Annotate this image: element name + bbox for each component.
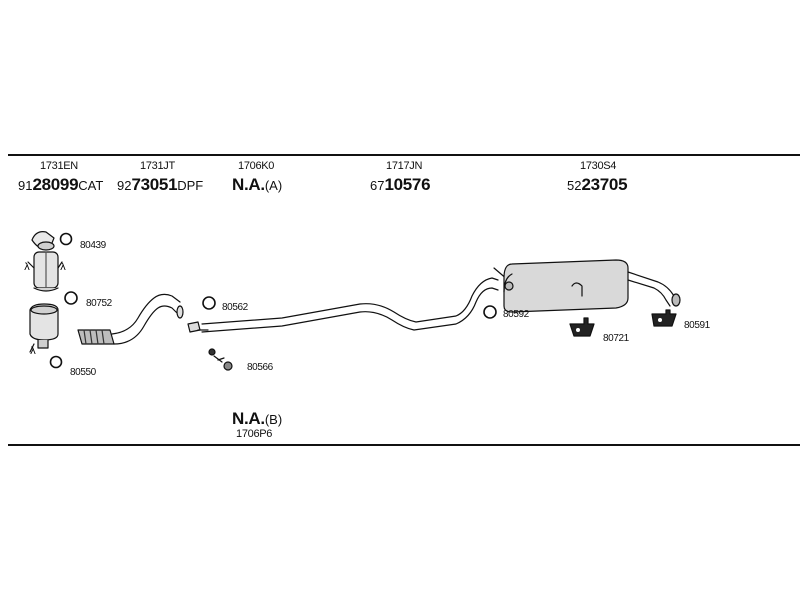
bottom-rule	[8, 444, 800, 446]
lambda-symbol-2: λ	[60, 262, 66, 273]
callout-80721: 80721	[603, 333, 629, 344]
clamp-80562-icon[interactable]	[202, 296, 216, 310]
ref-code-1730s4: 1730S4	[580, 160, 617, 172]
ref-code-1706k0: 1706K0	[238, 160, 275, 172]
part-number-na-a[interactable]: N.A.(A)	[232, 175, 283, 194]
mount-80721-part[interactable]	[569, 317, 595, 337]
lambda-symbol-3: λ	[30, 346, 36, 357]
part-number-catalyst[interactable]: 9128099CAT	[18, 175, 104, 194]
bracket-80566-part[interactable]	[208, 348, 233, 371]
part-number-na-b[interactable]: N.A.(B)	[232, 409, 283, 428]
mount-80591-part[interactable]	[651, 309, 677, 327]
clamp-80550-icon[interactable]	[49, 355, 63, 369]
rear-silencer-part[interactable]	[493, 259, 681, 313]
lambda-symbol-1: λ	[24, 262, 30, 273]
ref-code-1717jn: 1717JN	[386, 160, 423, 172]
catalyst-part[interactable]	[27, 231, 63, 292]
clamp-80752-icon[interactable]	[64, 291, 78, 305]
part-number-rear-silencer[interactable]: 5223705	[567, 175, 628, 194]
ref-code-1731jt: 1731JT	[140, 160, 175, 172]
callout-80439: 80439	[80, 240, 106, 251]
top-rule	[8, 154, 800, 156]
callout-80591: 80591	[684, 320, 710, 331]
callout-80550: 80550	[70, 367, 96, 378]
middle-pipe-part[interactable]	[201, 277, 499, 333]
part-number-dpf[interactable]: 9273051DPF	[117, 175, 204, 194]
clamp-80439-icon[interactable]	[59, 232, 73, 246]
callout-80566: 80566	[247, 362, 273, 373]
callout-80592: 80592	[503, 309, 529, 320]
callout-80562: 80562	[222, 302, 248, 313]
clamp-80592-icon[interactable]	[483, 305, 497, 319]
ref-code-1706p6: 1706P6	[236, 428, 273, 440]
ref-code-1731en: 1731EN	[40, 160, 78, 172]
callout-80752: 80752	[86, 298, 112, 309]
front-pipe-part[interactable]	[77, 293, 184, 345]
joint-part-a[interactable]	[187, 321, 209, 333]
dpf-part[interactable]	[29, 303, 59, 353]
part-number-middle-pipe[interactable]: 6710576	[370, 175, 431, 194]
